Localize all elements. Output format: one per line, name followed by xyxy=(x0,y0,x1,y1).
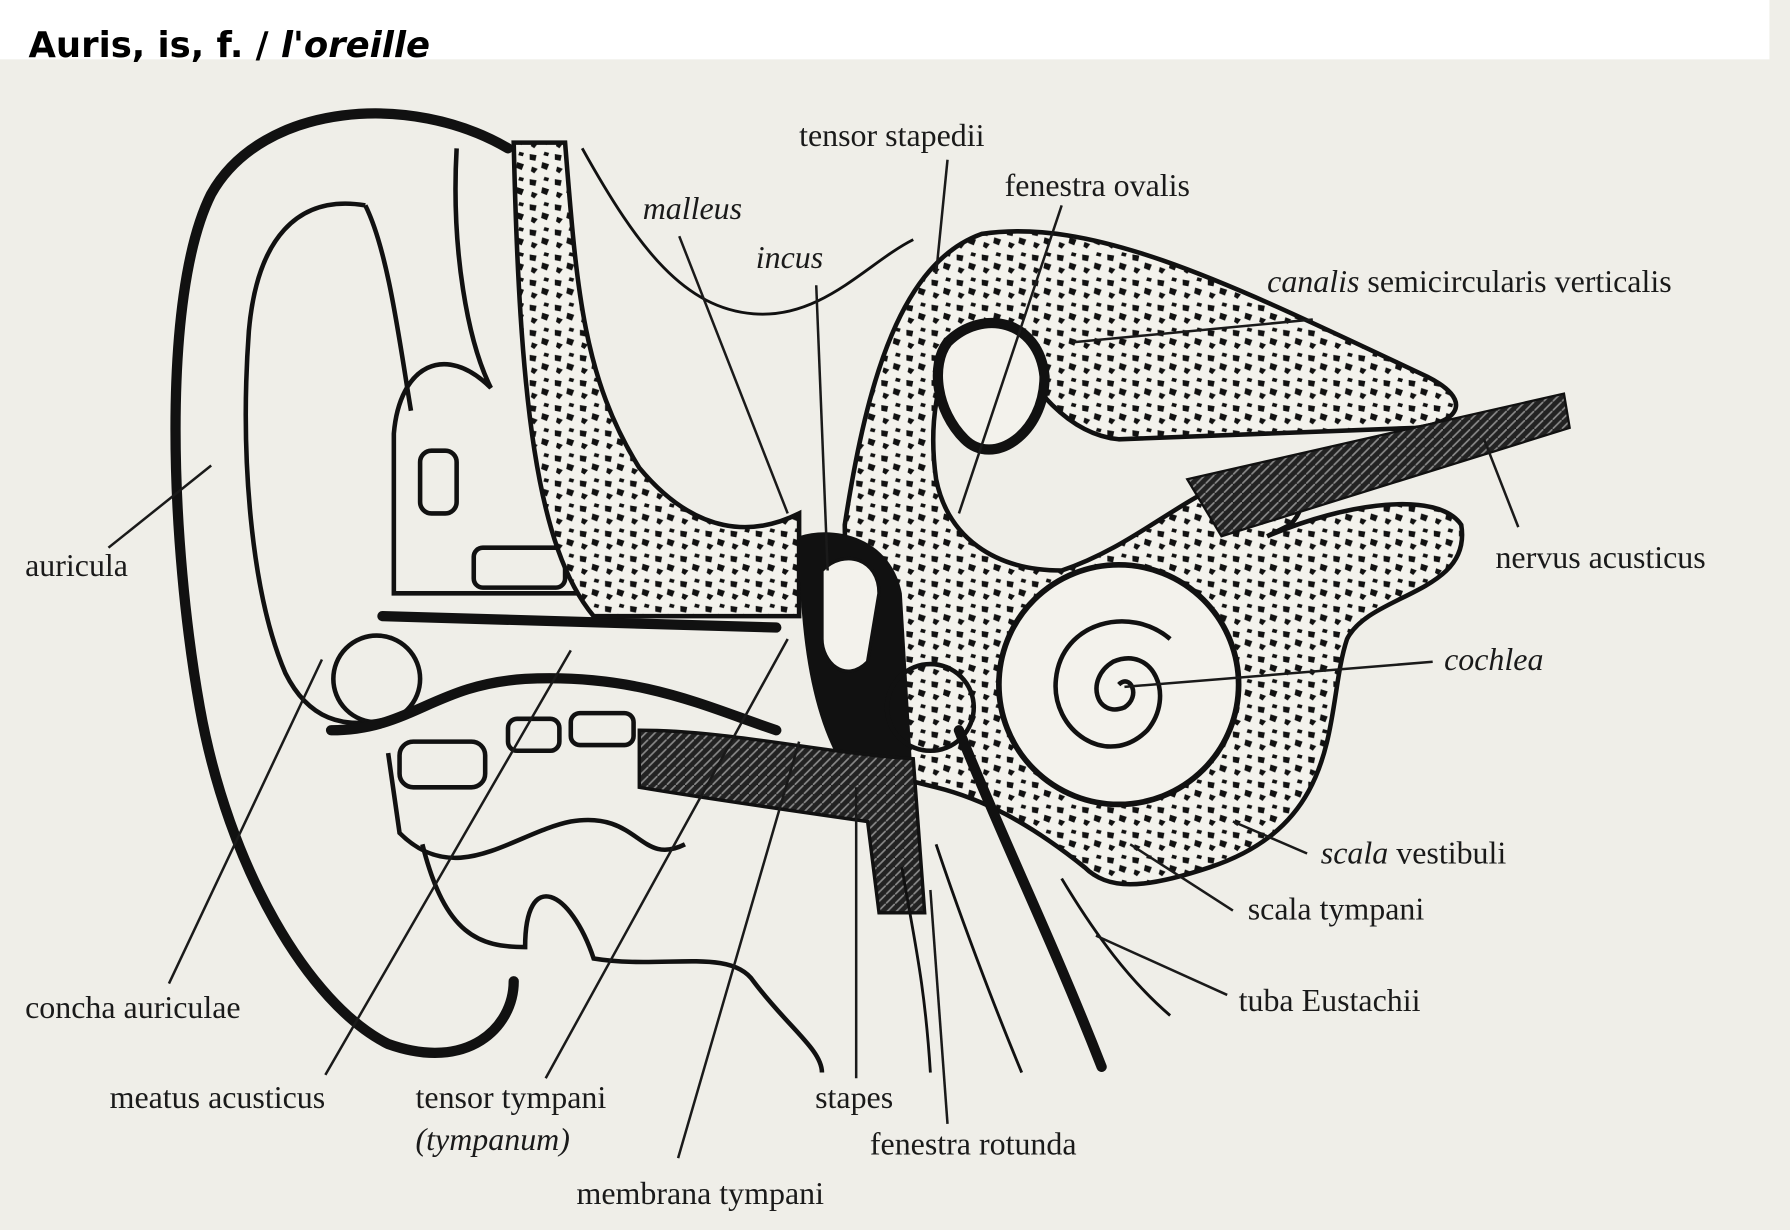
label-tensor-tympani: tensor tympani xyxy=(416,1080,607,1115)
label-meatus-acusticus: meatus acusticus xyxy=(110,1080,326,1115)
label-malleus: malleus xyxy=(643,191,742,226)
labels: tensor stapedii fenestra ovalis malleus … xyxy=(25,118,1706,1211)
label-scala-tympani: scala tympani xyxy=(1248,892,1425,927)
label-concha-auriculae: concha auriculae xyxy=(25,990,241,1025)
label-auricula: auricula xyxy=(25,548,128,583)
diagram-title: Auris, is, f. / l'oreille xyxy=(29,25,431,66)
label-stapes: stapes xyxy=(815,1080,893,1115)
label-fenestra-ovalis: fenestra ovalis xyxy=(1005,168,1190,203)
label-tensor-stapedii: tensor stapedii xyxy=(799,118,985,153)
label-scala-vestibuli: scala vestibuli xyxy=(1321,836,1507,871)
label-tympanum: (tympanum) xyxy=(416,1122,570,1157)
label-membrana-tympani: membrana tympani xyxy=(576,1176,824,1211)
label-tuba-eustachii: tuba Eustachii xyxy=(1239,983,1421,1018)
label-cochlea: cochlea xyxy=(1444,642,1543,677)
label-fenestra-rotunda: fenestra rotunda xyxy=(870,1127,1077,1162)
title-bar xyxy=(0,0,1770,60)
label-canalis-semicircularis: canalis semicircularis verticalis xyxy=(1267,264,1672,299)
leader-lines xyxy=(107,159,1520,1159)
label-incus: incus xyxy=(756,240,823,275)
label-nervus-acusticus: nervus acusticus xyxy=(1495,540,1705,575)
auricle-drawing xyxy=(170,108,914,1073)
